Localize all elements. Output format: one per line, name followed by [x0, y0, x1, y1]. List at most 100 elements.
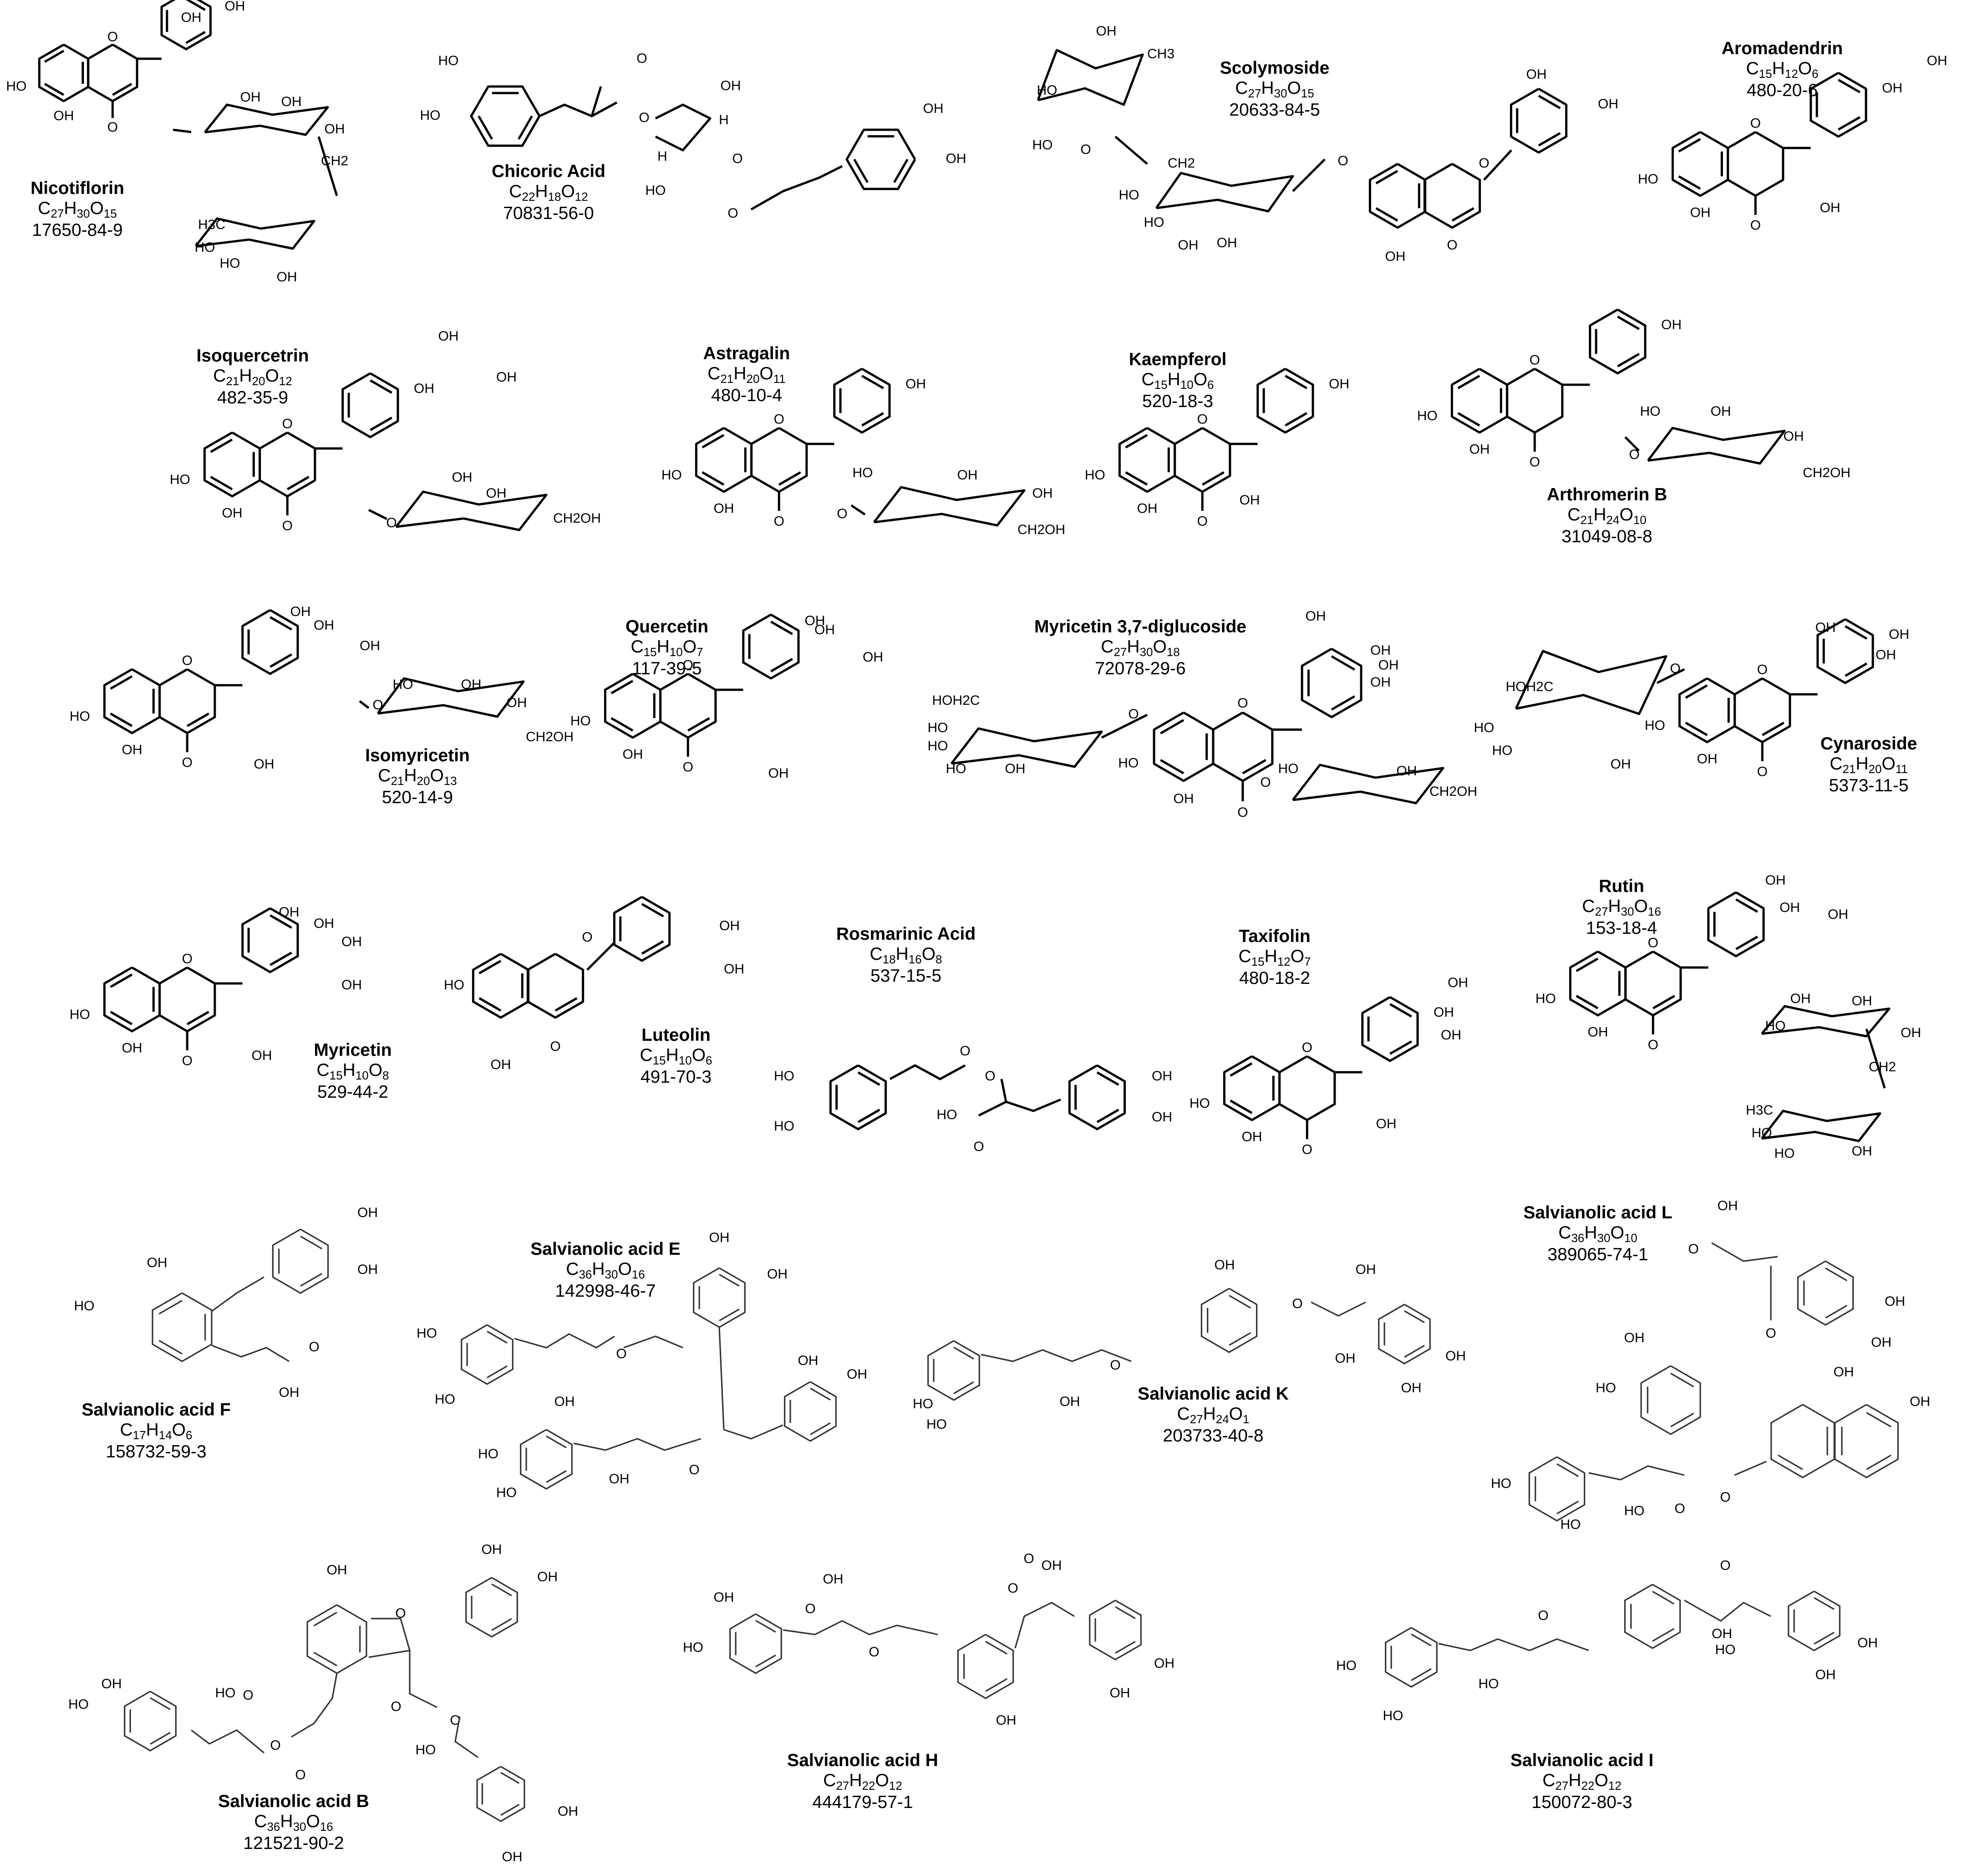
atom-label: O — [1765, 1326, 1776, 1341]
atom-label: OH — [1588, 1024, 1608, 1039]
bond — [1814, 1597, 1835, 1610]
compound-formula: C36H30O10 — [1558, 1222, 1637, 1245]
bond — [1814, 1631, 1835, 1645]
atom-label: OH — [281, 94, 302, 109]
bond — [978, 1100, 1007, 1117]
bond — [1037, 49, 1144, 106]
compound-caption-cynaroside: Cynaroside C21H20O11 5373-11-5 — [1820, 734, 1917, 795]
atom-label: HO — [928, 738, 948, 754]
compound-caption-salvianolic-acid-e: Salvianolic acid E C36H30O16 142998-46-7 — [530, 1239, 680, 1301]
bond — [269, 952, 292, 966]
atom-label: HO — [913, 1396, 933, 1411]
atom-label: HO — [1474, 720, 1495, 735]
compound-cas: 31049-08-8 — [1561, 526, 1652, 546]
atom-label: HO — [417, 1326, 437, 1341]
bond — [1624, 1584, 1681, 1649]
atom-label: OH — [1401, 1380, 1422, 1395]
atom-label: HO — [1085, 468, 1105, 483]
atom-label: HO — [1383, 1708, 1403, 1723]
bond — [985, 1678, 1008, 1692]
atom-label: OH — [1152, 1110, 1172, 1125]
bond — [1361, 996, 1419, 1062]
compound-name: Arthromerin B — [1546, 485, 1668, 504]
bond — [1242, 759, 1266, 774]
bond — [1825, 1268, 1848, 1282]
bond — [951, 727, 1103, 768]
bond — [1866, 1454, 1891, 1470]
bond — [210, 438, 233, 453]
bond — [953, 1346, 974, 1360]
atom-label: HO — [1479, 1676, 1499, 1691]
bond — [641, 903, 664, 917]
atom-label: OH — [1240, 493, 1260, 508]
bond — [718, 1327, 725, 1430]
compound-formula: C15H10O6 — [640, 1045, 712, 1067]
atom-label: OH — [414, 381, 434, 396]
atom-label: OH — [714, 1590, 734, 1605]
atom-label: O — [282, 416, 293, 431]
atom-label: HO — [1715, 1642, 1736, 1657]
compound-name: Nicotiflorin — [31, 178, 124, 198]
atom-label: O — [1292, 1296, 1302, 1311]
atom-label: HO — [1032, 137, 1053, 153]
atom-label: CH2OH — [1017, 522, 1065, 537]
compound-name: Chicoric Acid — [492, 162, 605, 181]
bond — [723, 1424, 783, 1440]
bond — [1411, 1668, 1432, 1681]
bond — [491, 1583, 512, 1597]
bond — [1761, 722, 1785, 736]
atom-label: O — [182, 951, 193, 966]
bond — [1538, 132, 1561, 147]
bond — [110, 713, 133, 727]
bond — [1734, 1461, 1767, 1476]
bond — [487, 1365, 508, 1379]
atom-label: OH — [1598, 97, 1618, 112]
atom-label: OH — [1889, 627, 1909, 642]
atom-label: HO — [393, 677, 413, 692]
bond — [204, 103, 329, 136]
compound-cas: 444179-57-1 — [812, 1792, 913, 1812]
bond — [1115, 1640, 1136, 1654]
compound-formula: C15H12O7 — [1238, 946, 1311, 968]
atom-label: O — [582, 930, 592, 945]
bond — [927, 1340, 980, 1401]
atom-label: OH — [1690, 205, 1711, 220]
bond — [1301, 647, 1363, 718]
atom-label: OH — [1815, 620, 1836, 635]
bond — [573, 1438, 702, 1451]
bond — [44, 50, 65, 63]
bond — [1125, 434, 1148, 448]
bond — [1385, 1627, 1438, 1688]
bond — [1834, 1404, 1899, 1478]
bond — [306, 1604, 367, 1674]
atom-label: HO — [1037, 83, 1058, 98]
bond — [861, 375, 884, 389]
bond — [376, 677, 525, 718]
atom-label: OH — [224, 0, 245, 14]
bond — [1810, 71, 1867, 138]
bond — [1685, 684, 1708, 699]
atom-label: OH — [609, 1472, 630, 1487]
compound-formula: C18H16O8 — [869, 944, 942, 966]
bond — [755, 1654, 776, 1668]
bond — [1292, 764, 1444, 805]
atom-label: O — [985, 1069, 995, 1084]
atom-label: O — [107, 120, 118, 135]
bond — [623, 1335, 683, 1349]
bond — [152, 1292, 213, 1362]
atom-label: CH2OH — [553, 511, 601, 526]
atom-label: OH — [357, 1205, 378, 1220]
atom-label: O — [1757, 764, 1768, 779]
bond — [124, 1691, 177, 1752]
bond — [1770, 1404, 1835, 1478]
bond — [1230, 1062, 1253, 1077]
bond — [850, 504, 866, 516]
compound-caption-rutin: Rutin C27H30O16 153-18-4 — [1582, 876, 1661, 938]
atom-label: O — [309, 1339, 319, 1355]
atom-label: HO — [1492, 743, 1513, 758]
atom-label: OH — [314, 618, 334, 633]
